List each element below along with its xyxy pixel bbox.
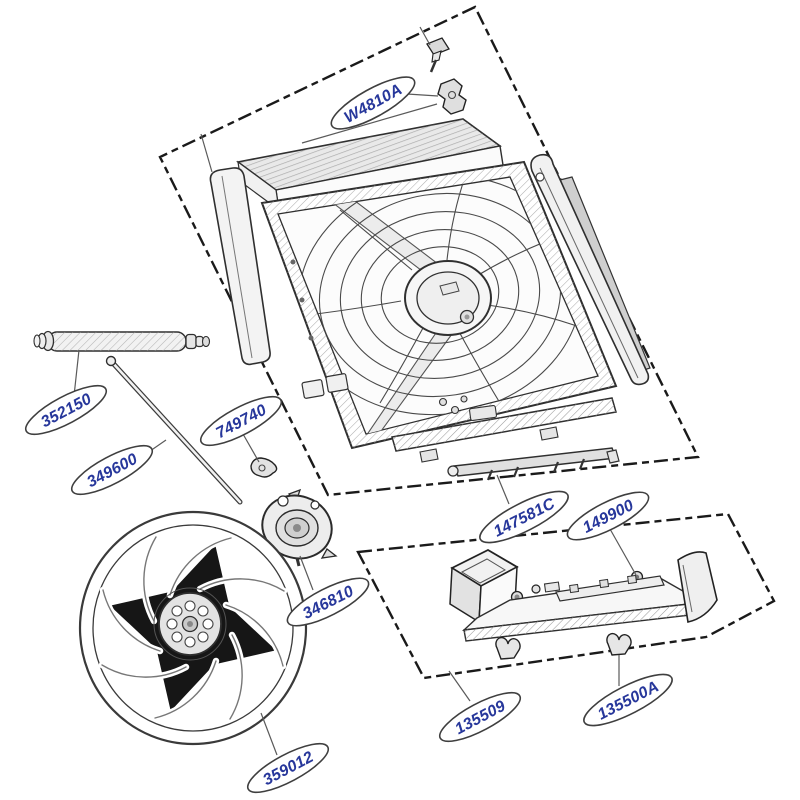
callout-ellipse (479, 490, 569, 544)
top-mounting-screw (426, 37, 450, 73)
base-pan-boundary (356, 512, 776, 680)
callout-ellipse (246, 742, 330, 794)
pan-end-flange (677, 551, 718, 623)
part-label-349600[interactable]: 349600 (66, 437, 158, 503)
drain-pan (461, 574, 700, 642)
left-rail (209, 167, 271, 366)
bottom-brace (301, 373, 617, 463)
callout-ellipse (286, 577, 370, 627)
part-label-359012[interactable]: 359012 (242, 735, 334, 800)
part-label-147581C[interactable]: 147581C (474, 482, 574, 551)
part-label-352150[interactable]: 352150 (20, 377, 112, 443)
support-rod (105, 355, 243, 505)
part-label-149900[interactable]: 149900 (562, 484, 654, 549)
axial-fan-blade (78, 510, 308, 746)
part-label-749740[interactable]: 749740 (195, 388, 287, 454)
part-callouts: W4810A 352150 349600 749740 346810 14758… (20, 68, 678, 800)
callout-ellipse (438, 691, 522, 743)
mounting-clip-w4810a (437, 78, 467, 115)
base-pan-assembly (449, 548, 718, 660)
pan-clip-right (606, 632, 632, 656)
callout-ellipse (70, 444, 154, 496)
motor-shaft (33, 330, 211, 352)
fan-motor (252, 488, 338, 567)
rear-bracket (447, 447, 620, 481)
part-label-W4810A[interactable]: W4810A (325, 68, 421, 138)
pan-clip-left (495, 636, 521, 660)
callout-ellipse (24, 384, 108, 436)
callout-ellipse (330, 76, 416, 130)
part-label-135500A[interactable]: 135500A (578, 665, 678, 734)
retainer-clip-749740 (250, 457, 278, 478)
fan-shroud-assembly (209, 118, 651, 463)
part-label-135509[interactable]: 135509 (434, 684, 526, 750)
right-rail (530, 153, 651, 386)
callout-ellipse (583, 673, 673, 727)
callout-ellipse (199, 395, 283, 447)
callout-ellipse (566, 491, 650, 541)
